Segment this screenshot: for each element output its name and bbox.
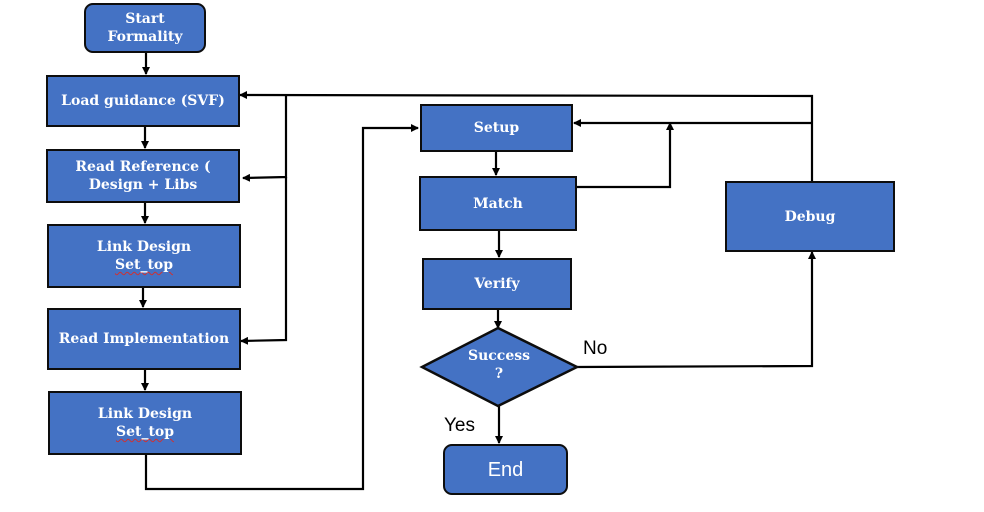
link-design-1-set-top: Set_top [114, 257, 174, 273]
edge-debug-to-load-guidance [239, 91, 814, 182]
read-implementation-node: Read Implementation [47, 308, 241, 370]
load-guidance-node: Load guidance (SVF) [46, 75, 240, 127]
edge-link-design-2-to-setup [144, 124, 419, 491]
edge-bus-to-read-implementation [240, 177, 288, 345]
edge-match-to-setup [577, 122, 674, 189]
success-decision-diamond [419, 326, 580, 408]
link-design-1-title: Link Design [96, 239, 192, 255]
edge-success-to-debug [576, 251, 816, 369]
verify-node: Verify [422, 258, 572, 310]
end-node: End [443, 444, 568, 495]
start-node: Start Formality [84, 3, 206, 53]
yes-edge-label: Yes [444, 415, 475, 436]
setup-node: Setup [420, 104, 573, 152]
link-design-2-title: Link Design [97, 406, 193, 422]
success-decision-label: Success ? [467, 348, 530, 382]
debug-node: Debug [725, 181, 895, 252]
link-design-node-2: Link Design Set_top [48, 391, 242, 455]
no-edge-label: No [583, 338, 608, 359]
link-design-node-1: Link Design Set_top [47, 224, 241, 288]
edge-bus-to-read-reference [242, 95, 288, 182]
read-reference-node: Read Reference ( Design + Libs [46, 149, 240, 203]
match-node: Match [419, 176, 577, 231]
link-design-2-set-top: Set_top [115, 424, 175, 440]
